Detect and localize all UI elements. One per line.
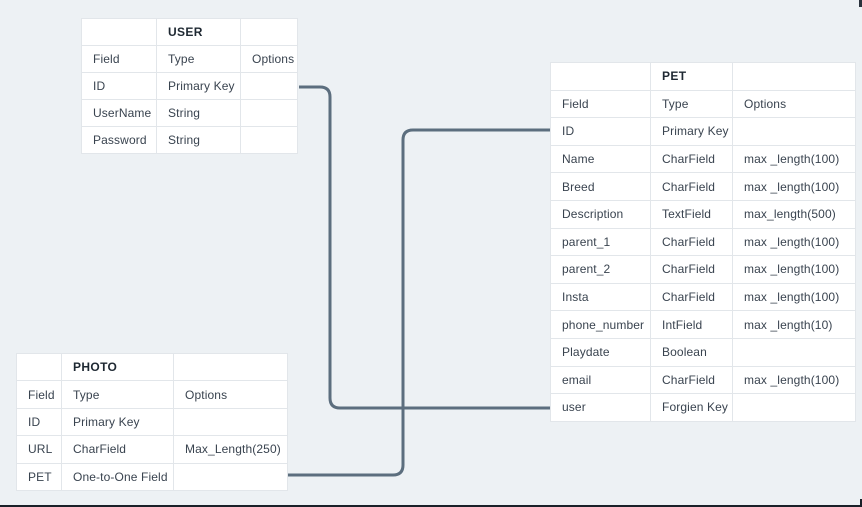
table-pet-cell-0-0 [550, 62, 651, 91]
table-photo-cell-2-0: ID [16, 407, 62, 437]
table-photo-cell-3-2: Max_Length(250) [173, 435, 288, 464]
table-title-user: USER [156, 18, 241, 46]
table-pet-cell-0-2 [732, 62, 856, 91]
table-pet-cell-3-2: max _length(100) [732, 144, 856, 174]
table-pet-cell-12-0: user [550, 393, 651, 422]
table-user-cell-1-2: Options [240, 45, 298, 73]
table-pet-cell-6-0: parent_1 [550, 227, 651, 257]
table-photo-cell-3-0: URL [16, 435, 62, 464]
table-pet-cell-4-2: max _length(100) [732, 172, 856, 201]
table-user-cell-0-0 [81, 18, 157, 46]
table-user-cell-4-0: Password [81, 126, 157, 154]
table-user-cell-3-2 [240, 99, 298, 127]
connector-photo-pet-to-pet-id[interactable] [287, 128, 550, 477]
table-photo-cell-1-0: Field [16, 380, 62, 409]
table-user-cell-4-2 [240, 126, 298, 154]
table-photo-cell-4-2 [173, 462, 288, 491]
table-user-cell-1-0: Field [81, 45, 157, 73]
table-user-cell-2-0: ID [81, 72, 157, 100]
window-bottom-edge [0, 505, 862, 507]
table-pet-cell-3-0: Name [550, 144, 651, 174]
table-pet-cell-4-1: CharField [650, 172, 733, 201]
table-user-cell-2-2 [240, 72, 298, 100]
table-photo-cell-0-2 [173, 352, 288, 382]
table-pet-cell-2-1: Primary Key [650, 117, 733, 146]
table-photo-cell-2-1: Primary Key [61, 407, 174, 437]
table-pet-cell-9-0: phone_number [550, 310, 651, 339]
table-pet-cell-8-0: Insta [550, 282, 651, 312]
table-pet-cell-11-2: max _length(100) [732, 365, 856, 395]
table-user-cell-3-1: String [156, 99, 241, 127]
table-pet-cell-1-2: Options [732, 89, 856, 119]
table-photo-cell-0-0 [16, 352, 62, 382]
table-pet-cell-1-1: Type [650, 89, 733, 119]
table-pet-cell-1-0: Field [550, 89, 651, 119]
table-pet-cell-12-1: Forgien Key [650, 393, 733, 422]
table-pet-cell-10-2 [732, 337, 856, 367]
table-pet-cell-5-1: TextField [650, 199, 733, 229]
table-pet-cell-6-1: CharField [650, 227, 733, 257]
table-user-cell-0-2 [240, 18, 298, 46]
table-user-cell-4-1: String [156, 126, 241, 154]
table-pet-cell-9-2: max _length(10) [732, 310, 856, 339]
table-photo-cell-4-0: PET [16, 462, 62, 491]
table-pet-cell-7-2: max _length(100) [732, 255, 856, 284]
table-user-cell-2-1: Primary Key [156, 72, 241, 100]
table-photo-cell-1-2: Options [173, 380, 288, 409]
table-pet-cell-2-0: ID [550, 117, 651, 146]
table-photo-cell-1-1: Type [61, 380, 174, 409]
table-pet-cell-10-0: Playdate [550, 337, 651, 367]
connector-user-id-to-pet-user[interactable] [299, 85, 550, 410]
table-pet-cell-5-0: Description [550, 199, 651, 229]
table-photo-cell-2-2 [173, 407, 288, 437]
table-pet-cell-6-2: max _length(100) [732, 227, 856, 257]
table-pet-cell-8-1: CharField [650, 282, 733, 312]
table-pet-cell-9-1: IntField [650, 310, 733, 339]
table-pet-cell-3-1: CharField [650, 144, 733, 174]
table-title-photo: PHOTO [61, 352, 174, 382]
table-user-cell-3-0: UserName [81, 99, 157, 127]
table-pet-cell-8-2: max _length(100) [732, 282, 856, 312]
table-pet-cell-7-1: CharField [650, 255, 733, 284]
table-pet-cell-4-0: Breed [550, 172, 651, 201]
table-photo-cell-3-1: CharField [61, 435, 174, 464]
table-pet-cell-7-0: parent_2 [550, 255, 651, 284]
table-title-pet: PET [650, 62, 733, 91]
table-pet-cell-5-2: max_length(500) [732, 199, 856, 229]
table-pet-cell-12-2 [732, 393, 856, 422]
table-pet-cell-10-1: Boolean [650, 337, 733, 367]
table-user-cell-1-1: Type [156, 45, 241, 73]
table-pet-cell-11-1: CharField [650, 365, 733, 395]
bottom-right-edge-artifact [860, 499, 862, 507]
top-right-edge-artifact [859, 0, 862, 7]
table-pet-cell-2-2 [732, 117, 856, 146]
table-pet-cell-11-0: email [550, 365, 651, 395]
table-photo-cell-4-1: One-to-One Field [61, 462, 174, 491]
